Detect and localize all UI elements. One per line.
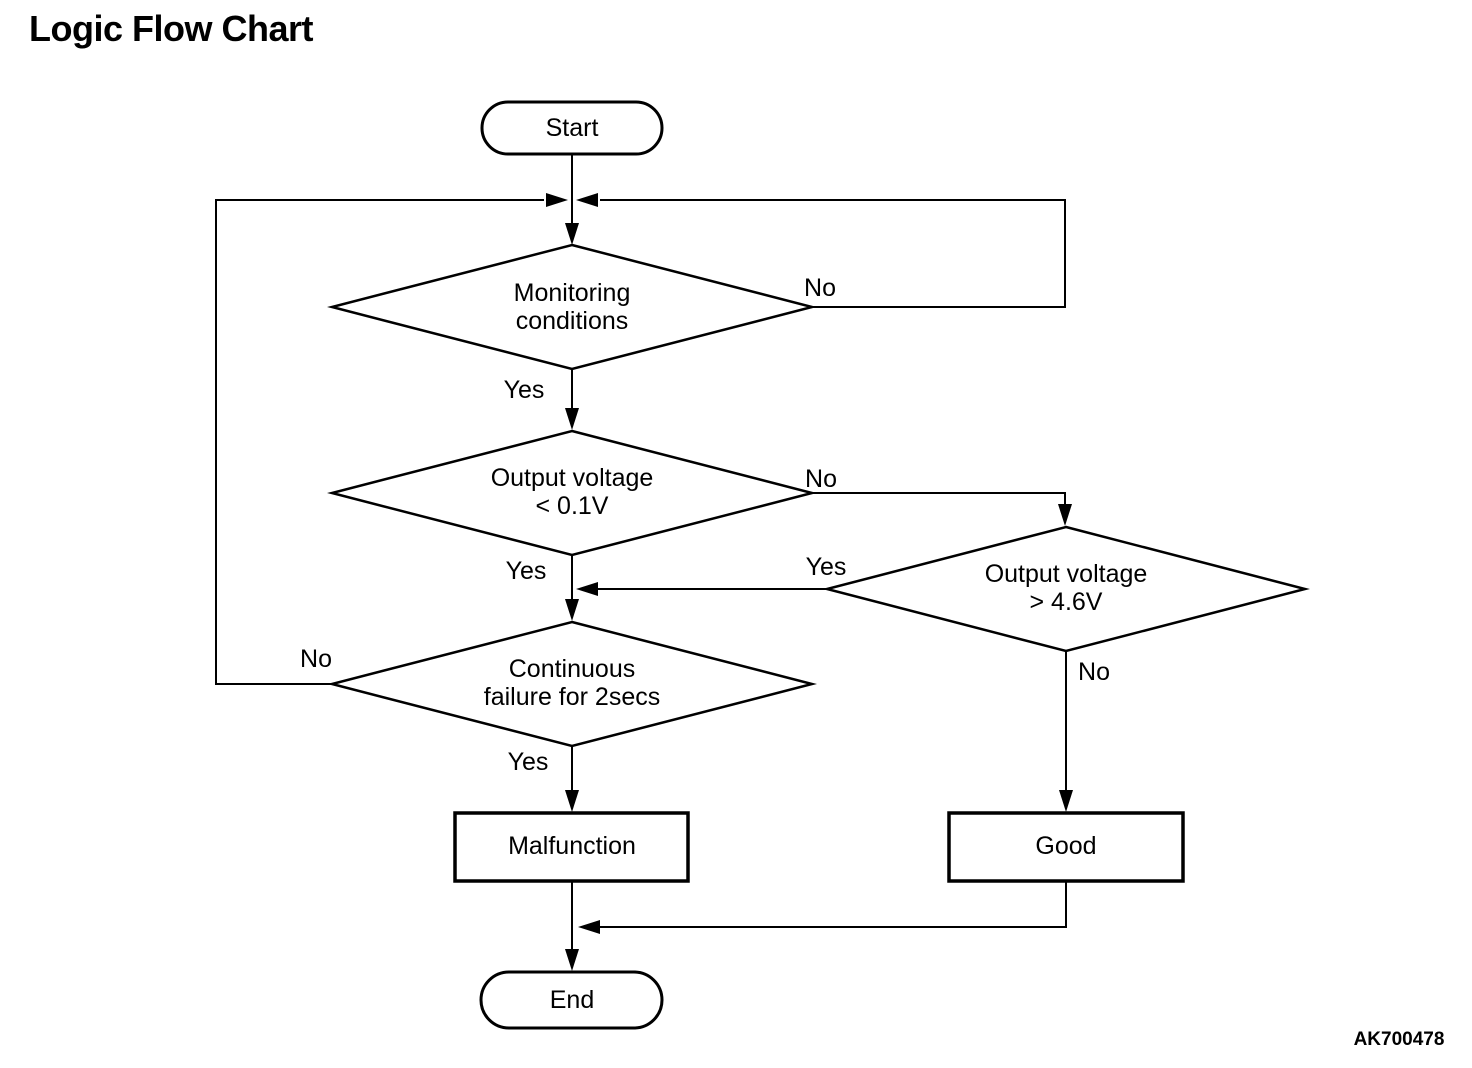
end-node-shape [479,970,664,1030]
decision-low-voltage-shape [327,429,817,557]
decision-continuous-label: Continuous failure for 2secs [483,655,661,711]
edge-label-high-voltage-no: No [1078,658,1110,686]
edge-label-monitoring-yes: Yes [503,376,545,404]
edge-monitoring-no-loop-line [600,199,1066,308]
good-node-shape [947,811,1185,883]
arrowhead-high-voltage-yes-merge [576,582,598,596]
decision-high-voltage-label: Output voltage > 4.6V [984,560,1148,616]
edge-label-low-voltage-yes: Yes [505,557,547,585]
edge-low-voltage-no-line [812,492,1066,522]
decision-high-voltage-shape [822,525,1310,653]
arrowhead-into-continuous [565,599,579,621]
edge-label-low-voltage-no: No [805,465,837,493]
malfunction-node-shape [453,811,690,883]
malfunction-node-label: Malfunction [508,832,636,860]
edge-label-high-voltage-yes: Yes [805,553,847,581]
arrowhead-into-high-voltage [1058,504,1072,526]
good-node-label: Good [1035,832,1097,860]
decision-monitoring-shape [327,243,817,371]
arrowhead-into-monitoring [565,223,579,245]
edge-label-continuous-no: No [300,645,332,673]
end-node-label: End [549,986,595,1014]
arrowhead-monitoring-no-junction [576,193,598,207]
arrowhead-into-malfunction [565,790,579,812]
arrowhead-into-end [565,949,579,971]
arrowhead-good-merge [578,920,600,934]
figure-code: AK700478 [1353,1029,1445,1050]
decision-continuous-shape [327,620,817,748]
start-node-shape [480,100,664,156]
page-title: Logic Flow Chart [29,8,314,49]
edge-label-monitoring-no: No [804,274,836,302]
arrowhead-continuous-no-junction [546,193,568,207]
decision-low-voltage-label: Output voltage < 0.1V [490,464,654,520]
decision-monitoring-label: Monitoring conditions [513,279,631,335]
arrowhead-into-low-voltage [565,408,579,430]
edge-good-to-end-merge-line [600,881,1067,928]
arrowhead-into-good [1059,790,1073,812]
edge-continuous-no-loop-line [215,199,544,685]
edge-label-continuous-yes: Yes [507,748,549,776]
start-node-label: Start [545,114,599,142]
